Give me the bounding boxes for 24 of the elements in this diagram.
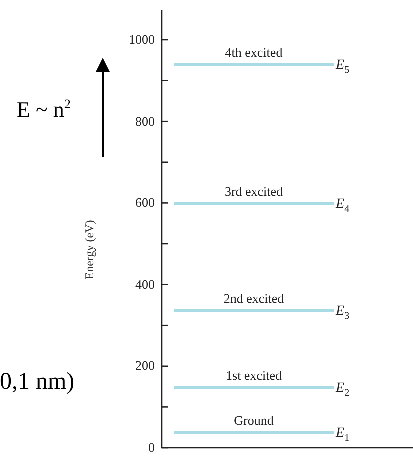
level-symbol: E$_{5}$ (336, 58, 350, 78)
annotation-text: 0,1 nm) (0, 370, 75, 394)
level-symbol: E$_{4}$ (336, 196, 350, 217)
energy-level (174, 184, 334, 205)
tick-label: 800 (136, 114, 155, 129)
energy-level (174, 46, 334, 66)
level-label: 3rd excited (224, 184, 284, 199)
level-symbol: E$_{2}$ (336, 380, 350, 401)
energy-level (174, 368, 334, 389)
level-label: 2nd excited (224, 292, 284, 306)
tick-label: 600 (136, 196, 155, 210)
level-label: 4th excited (225, 46, 283, 60)
level-symbol: E$_{3}$ (336, 304, 350, 324)
axis-title: Energy (eV) (82, 220, 98, 280)
level-symbol: E$_{1}$ (336, 426, 350, 446)
annotation-text: E ~ n$^{2}$ (17, 98, 71, 122)
tick-label: 0 (148, 441, 155, 455)
tick-label: 1000 (129, 33, 155, 47)
tick-label: 400 (136, 278, 155, 292)
energy-level (174, 414, 334, 434)
tick-label: 200 (136, 359, 155, 374)
level-label: 1st excited (226, 368, 282, 383)
level-label: Ground (234, 414, 274, 428)
energy-level (174, 292, 334, 312)
